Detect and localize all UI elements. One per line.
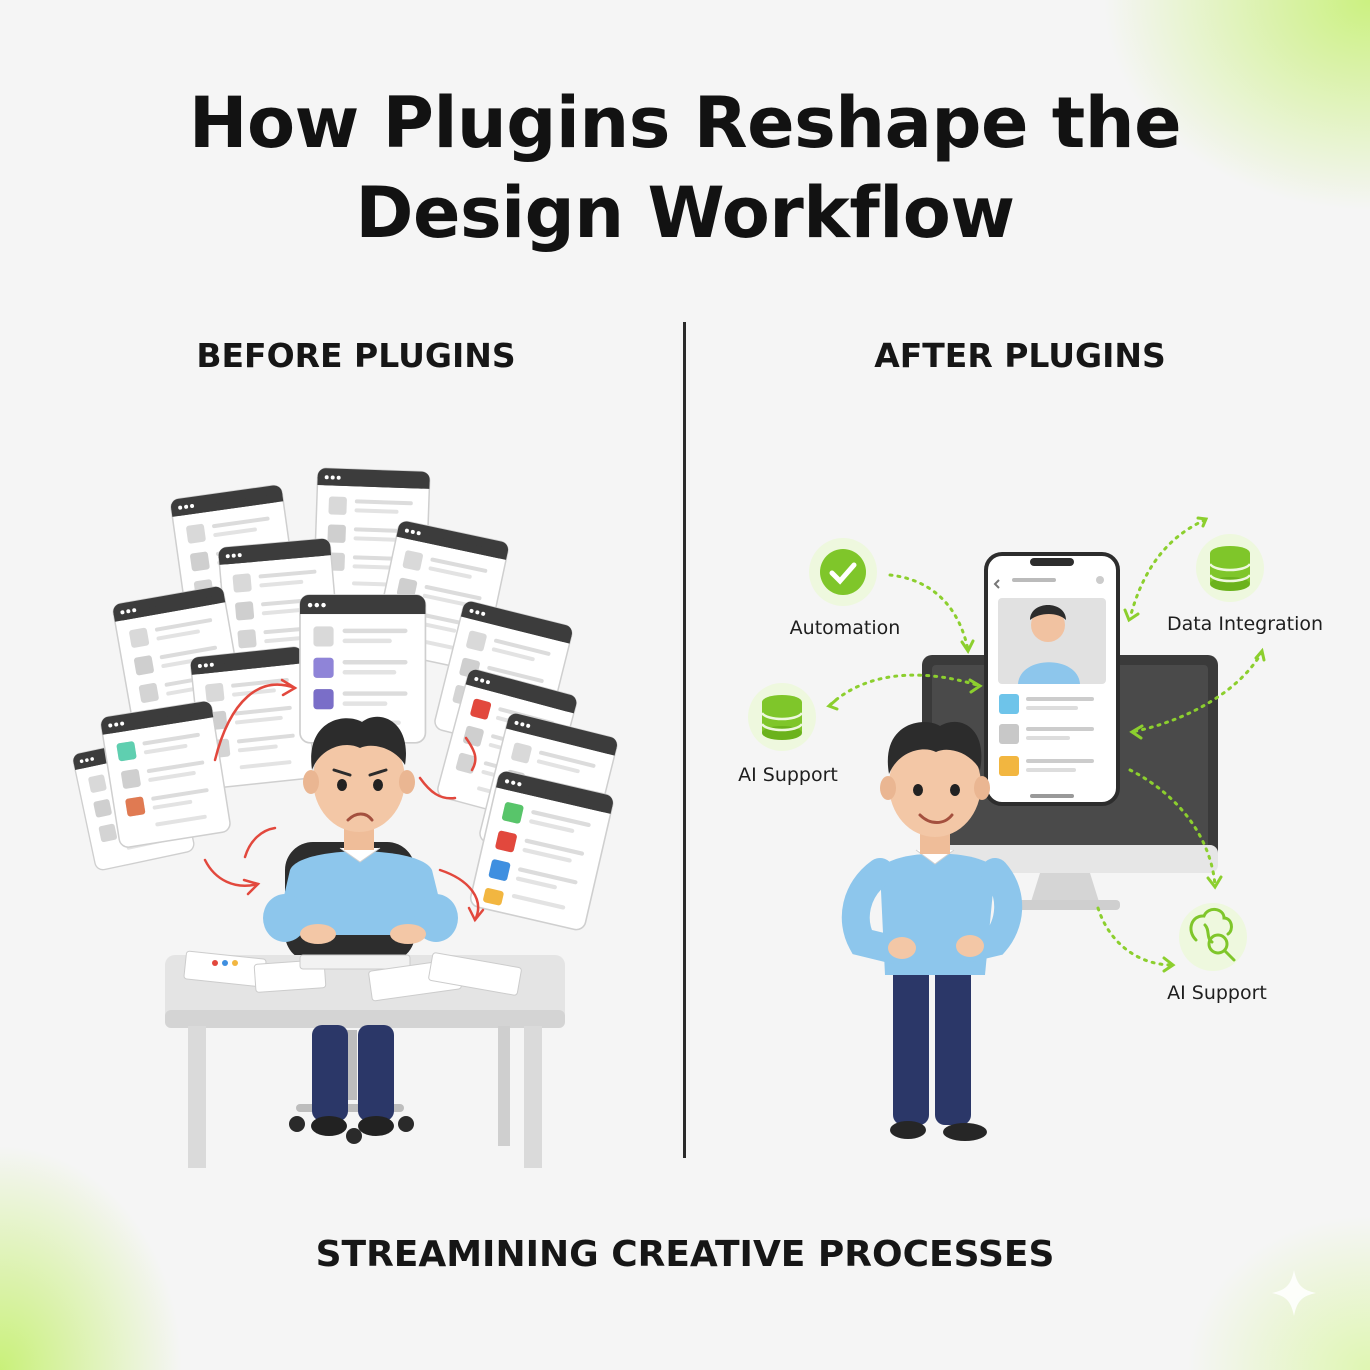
before-heading: BEFORE PLUGINS [196,336,516,375]
stressed-designer [165,716,565,1168]
app-window [299,594,427,744]
green-connector [888,573,970,652]
brain-search-icon [1189,908,1236,962]
red-arrow [438,868,480,922]
page-title: How Plugins Reshape the Design Workflow [0,78,1370,258]
red-arrow [213,683,297,762]
app-window [99,699,233,850]
column-divider [683,322,686,1158]
footer-caption: STREAMINING CREATIVE PROCESSES [315,1234,1055,1275]
desk-papers [183,950,522,1002]
feature-ai-support-brain [1179,903,1247,971]
red-arrow [243,826,277,859]
green-connector [1130,650,1264,734]
title-line-1: How Plugins Reshape the [188,82,1182,164]
feature-automation [809,538,877,606]
green-connector [828,673,982,707]
database-icon [1208,546,1252,591]
feature-label-data-integration: Data Integration [1167,613,1323,635]
sparkle-icon [1272,1270,1316,1316]
scattered-windows [71,467,620,933]
feature-label-automation: Automation [790,617,901,639]
green-arrowheads [826,516,1266,973]
wrench-check-icon [829,562,857,585]
after-heading: AFTER PLUGINS [874,336,1166,375]
red-arrow [467,906,485,923]
feature-labels: Automation Data Integration AI Support A… [738,613,1323,1004]
happy-designer [841,721,1023,1141]
green-connector [1128,768,1217,887]
red-arrow [464,736,477,772]
red-arrow [280,678,298,697]
red-arrow [203,858,260,887]
database-icon [760,695,804,740]
app-window [435,667,579,826]
green-connector [1128,518,1207,620]
feature-data-integration [1196,534,1264,602]
red-arrow [242,878,261,896]
title-line-2: Design Workflow [355,172,1015,254]
green-connector [1096,906,1174,967]
feature-ai-support-db [748,683,816,751]
red-arrow [418,776,457,800]
app-window [468,769,616,933]
feature-label-ai-support: AI Support [738,764,838,786]
feature-label-ai-support-2: AI Support [1167,982,1267,1004]
phone [984,552,1120,806]
red-arrows [203,678,485,923]
green-connectors [828,518,1264,967]
